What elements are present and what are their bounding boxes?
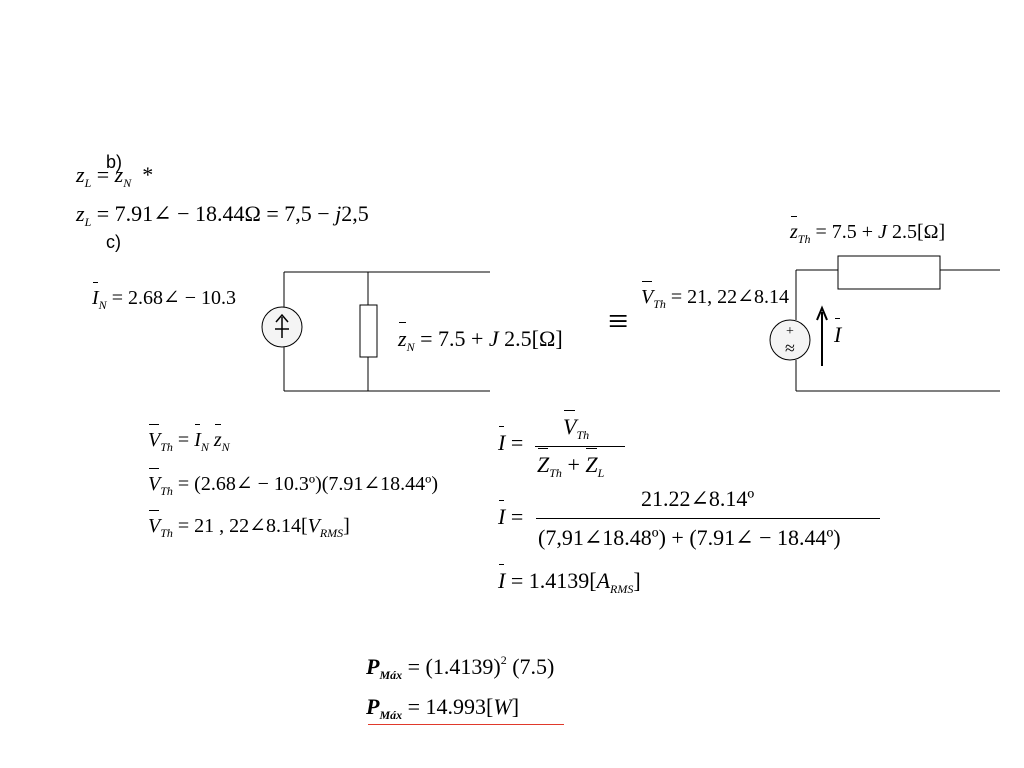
vth-substitution: VTh = (2.68∠ − 10.3º)(7.91∠18.44º) xyxy=(148,468,439,498)
svg-text:+: + xyxy=(786,324,794,339)
voltage-source-icon xyxy=(769,319,811,361)
thevenin-current-label: I xyxy=(834,318,842,347)
thevenin-voltage-label: VTh = 21, 22∠8.14 xyxy=(641,281,789,311)
norton-current-label: IN = 2.68∠ − 10.3 xyxy=(92,282,237,312)
i-substitution-fraction-bar xyxy=(536,518,880,519)
norton-circuit xyxy=(261,271,490,392)
i-result: I = 1.4139[ARMS] xyxy=(498,564,641,596)
i-symbol-1: I = xyxy=(498,426,524,455)
i-formula-denominator: ZTh + ZL xyxy=(537,448,605,480)
i-formula-numerator: VTh xyxy=(563,410,590,442)
thevenin-circuit: + ≈ xyxy=(769,255,1000,392)
power-formula: PMáx = (1.4139)2 (7.5) xyxy=(366,653,555,682)
vth-result: VTh = 21 , 22∠8.14[VRMS] xyxy=(148,510,350,540)
i-formula-fraction-bar xyxy=(535,446,625,447)
current-arrow-icon xyxy=(816,305,828,366)
thevenin-resistor xyxy=(837,255,941,290)
i-symbol-2: I = xyxy=(498,500,524,529)
vth-formula: VTh = IN zN xyxy=(148,424,230,454)
thevenin-impedance-label: zTh = 7.5 + J 2.5[Ω] xyxy=(790,216,946,246)
i-substitution-numerator: 21.22∠8.14º xyxy=(641,486,755,511)
norton-resistor xyxy=(359,304,378,358)
section-c-label: c) xyxy=(106,232,121,252)
power-result-underline xyxy=(368,724,564,725)
i-substitution-denominator: (7,91∠18.48º) + (7.91∠ − 18.44º) xyxy=(538,525,841,550)
svg-text:≈: ≈ xyxy=(785,338,795,358)
norton-impedance-label: zN = 7.5 + J 2.5[Ω] xyxy=(398,322,563,354)
power-result: PMáx = 14.993[W] xyxy=(366,694,520,722)
zl-value-equation: zL = 7.91∠ − 18.44Ω = 7,5 − j2,5 xyxy=(76,201,369,229)
equivalence-symbol: ≡ xyxy=(608,301,629,341)
section-b-label: b) xyxy=(106,152,123,172)
zl-conjugate-equation: zL = zN * xyxy=(76,162,154,190)
